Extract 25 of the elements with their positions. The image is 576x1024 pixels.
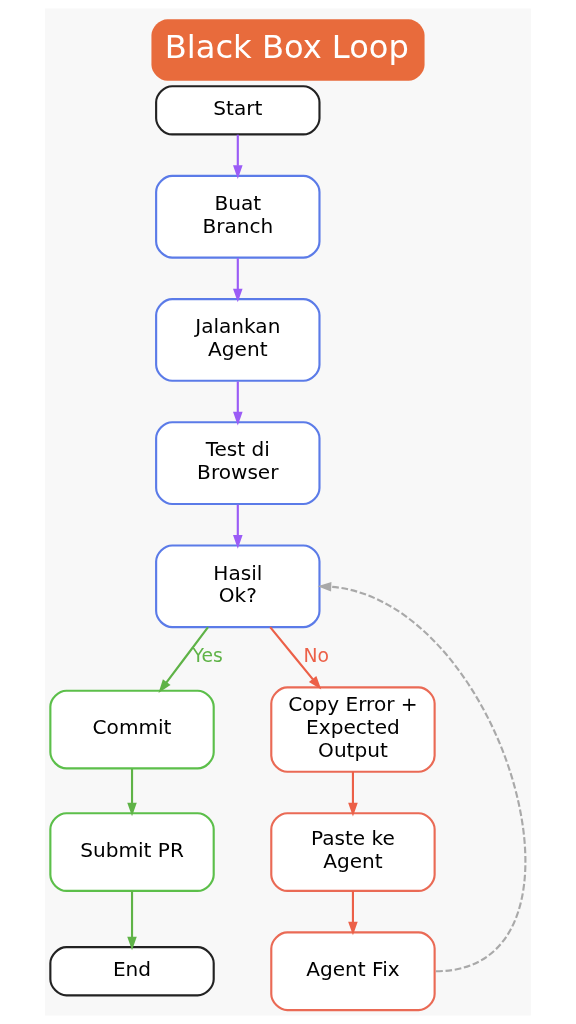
node-box: Hasil Ok? (155, 544, 321, 629)
arrow (233, 504, 243, 549)
node-box: Buat Branch (155, 174, 321, 259)
node-box: Submit PR (49, 812, 215, 892)
arrow (158, 626, 209, 694)
edge-label: Yes (192, 645, 223, 667)
arrow (317, 581, 526, 973)
arrow (233, 134, 243, 179)
node-box: Jalankan Agent (155, 298, 321, 382)
arrow (127, 890, 137, 951)
arrow (348, 771, 358, 817)
node-box: Start (155, 85, 321, 136)
arrow (233, 381, 243, 426)
node-box: Paste ke Agent (270, 812, 436, 892)
node-box: End (49, 946, 215, 997)
node-box: Commit (49, 689, 215, 770)
arrow (127, 768, 137, 817)
node-box: Test di Browser (155, 421, 321, 506)
arrow (233, 258, 243, 303)
node-box: Copy Error + Expected Output (270, 686, 436, 773)
node-box: Agent Fix (270, 931, 436, 1012)
arrow (348, 890, 358, 936)
edge-label: No (303, 645, 329, 667)
arrow (269, 626, 322, 690)
diagram-title: Black Box Loop (164, 28, 409, 67)
